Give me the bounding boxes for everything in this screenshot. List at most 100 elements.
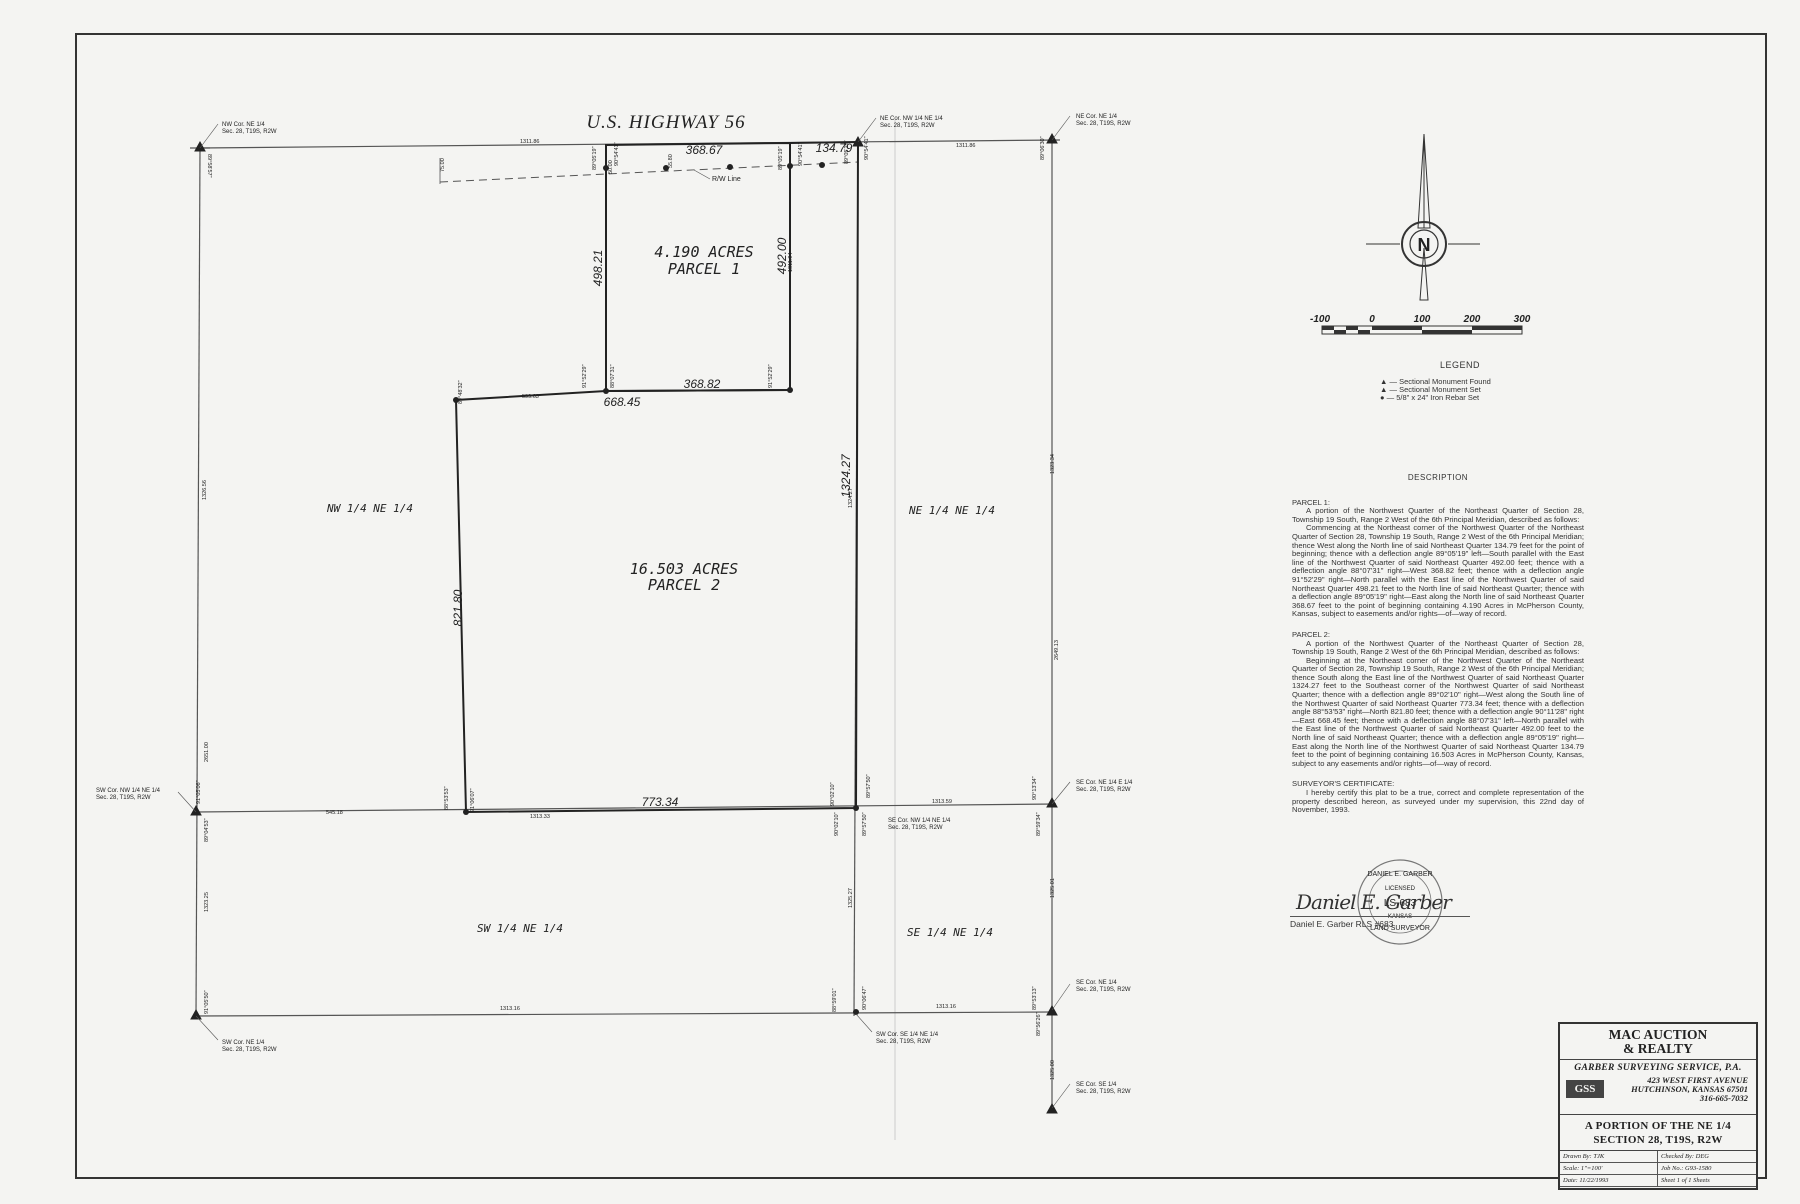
corner-se-se: SE Cor. SE 1/4 (1076, 1082, 1117, 1088)
angle-label: 91°52'29" (582, 364, 588, 388)
rw-line-leader (693, 169, 711, 180)
corner-sw-se: SW Cor. SE 1/4 NE 1/4 (876, 1032, 939, 1038)
legend-item-iron-rebar: ● — 5/8" x 24" Iron Rebar Set (1380, 393, 1480, 402)
legal-description: DESCRIPTION PARCEL 1: A portion of the N… (1292, 473, 1584, 815)
corner-ne-nw: NE Cor. NW 1/4 NE 1/4 (880, 116, 943, 122)
surveyor-name: Daniel E. Garber RLS #683 (1290, 919, 1394, 929)
firm-info: GARBER SURVEYING SERVICE, P.A. GSS 423 W… (1560, 1060, 1756, 1115)
angle-label: 88°53'53" (444, 786, 450, 810)
small-dim: 1313.33 (530, 814, 550, 820)
right-of-way-line (439, 161, 859, 183)
certificate-label: SURVEYOR'S CERTIFICATE: (1292, 779, 1395, 789)
angle-label: 89°05'19" (592, 146, 598, 170)
small-dim: 1313.59 (932, 799, 952, 805)
dim-east-498: 498.21 (591, 250, 605, 287)
title-block: MAC AUCTION & REALTY GARBER SURVEYING SE… (1558, 1022, 1758, 1190)
sheet-border (75, 33, 1767, 1179)
corner-sw-nw: SW Cor. NW 1/4 NE 1/4 (96, 788, 161, 794)
parcel-1-acres: 4.190 ACRES (654, 243, 753, 261)
sheet-number: Sheet 1 of 1 Sheets (1658, 1175, 1756, 1187)
seal-bottom: LAND SURVEYOR (1370, 925, 1430, 932)
seal-top: DANIEL E. GARBER (1367, 871, 1432, 878)
seal-lic: LICENSED (1385, 886, 1416, 892)
corner-sw-ne: SW Cor. NE 1/4 (222, 1040, 265, 1046)
angle-label: 89°56'26" (1036, 1012, 1042, 1036)
quarter-nw-label: NW 1/4 NE 1/4 (326, 502, 413, 515)
angle-label: 89°06'30" (1040, 136, 1046, 160)
surveyor-seal: DANIEL E. GARBER LICENSED LS-683 KANSAS … (1357, 859, 1443, 945)
angle-label: 91°05'06" (196, 780, 202, 804)
checked-by: Checked By: DEG (1658, 1151, 1756, 1163)
corner-se-se-sec: Sec. 28, T19S, R2W (1076, 1089, 1131, 1095)
scale-tick-label: 200 (1463, 314, 1481, 325)
angle-label: 91°52'29" (768, 364, 774, 388)
rw-line-label: R/W Line (712, 176, 741, 183)
quarter-se-label: SE 1/4 NE 1/4 (907, 926, 993, 939)
small-dim: 1325.00 (1050, 1060, 1056, 1080)
scale-tick-label: -100 (1310, 314, 1330, 325)
angle-label: 90°02'10" (830, 782, 836, 806)
angle-label: 89°58'57" (206, 154, 212, 178)
corner-se-nw: SE Cor. NW 1/4 NE 1/4 (888, 818, 951, 824)
angle-label: 90°02'10" (834, 812, 840, 836)
small-dim: 1323.25 (204, 892, 210, 912)
north-arrow-letter: N (1418, 235, 1431, 255)
small-dim: 1326.56 (202, 480, 208, 500)
angle-label: 91°06'07" (470, 788, 476, 812)
angle-label: 90°54'41" (798, 142, 804, 166)
seal-number: LS-683 (1384, 898, 1417, 909)
corner-sw-se-sec: Sec. 28, T19S, R2W (876, 1039, 931, 1045)
parcel-1-body: Commencing at the Northeast corner of th… (1292, 523, 1584, 619)
angle-label: 89°05'19" (778, 146, 784, 170)
project-title: A PORTION OF THE NE 1/4 SECTION 28, T19S… (1560, 1115, 1756, 1151)
parcel-1-name: PARCEL 1 (668, 260, 740, 278)
small-dim: 1311.86 (956, 143, 975, 149)
firm-logo-icon: GSS (1566, 1080, 1604, 1098)
firm-address: 423 WEST FIRST AVENUE HUTCHINSON, KANSAS… (1631, 1075, 1748, 1103)
legend-title: LEGEND (1439, 360, 1480, 370)
corner-ne-nw-sec: Sec. 28, T19S, R2W (880, 123, 935, 129)
legend-item-monument-found: ▲ — Sectional Monument Found (1380, 377, 1491, 386)
parcel-2-body: Beginning at the Northeast corner of the… (1292, 655, 1584, 768)
parcel-2-name: PARCEL 2 (648, 576, 720, 594)
corner-ne-ne-sec: Sec. 28, T19S, R2W (1076, 121, 1131, 127)
angle-label: 91°05'50" (204, 990, 210, 1014)
corner-nw-ne: NW Cor. NE 1/4 (222, 122, 265, 128)
dim-north-368: 368.67 (686, 143, 724, 157)
parcel-1-label: PARCEL 1: (1292, 497, 1330, 507)
small-dim: 1313.16 (500, 1006, 520, 1012)
iron-rebar-markers (453, 162, 859, 1015)
corner-se-ne-e-sec: Sec. 28, T19S, R2W (1076, 787, 1131, 793)
angle-label: 89°57'50" (866, 774, 872, 798)
client-name: MAC AUCTION & REALTY (1560, 1024, 1756, 1060)
parcel-2-boundary (454, 140, 860, 814)
dim-west-821: 821.80 (451, 589, 465, 626)
scale-tick-label: 100 (1414, 314, 1431, 325)
angle-label: 90°54'41" (614, 142, 620, 166)
dim-mid-368: 368.82 (684, 377, 721, 391)
job-number: Job No.: G93-1580 (1658, 1163, 1756, 1175)
angle-label: 88°07'31" (610, 364, 616, 388)
small-dim: 75.00 (440, 158, 446, 172)
corner-se-ne: SE Cor. NE 1/4 (1076, 980, 1117, 986)
signature-line: Daniel E. Garber (1290, 890, 1470, 917)
small-dim: 1311.94 (788, 253, 794, 272)
dim-north-134: 134.79 (816, 141, 853, 155)
small-dim: 545.18 (326, 810, 343, 816)
corner-sw-ne-sec: Sec. 28, T19S, R2W (222, 1047, 277, 1053)
angle-label: 90°13'34" (1032, 776, 1038, 800)
drawn-by: Drawn By: TJK (1560, 1151, 1658, 1163)
certificate-text: I hereby certify this plat to be a true,… (1292, 788, 1584, 815)
corner-se-ne-sec: Sec. 28, T19S, R2W (1076, 987, 1131, 993)
scale-tick-label: 0 (1369, 314, 1375, 325)
quarter-sw-label: SW 1/4 NE 1/4 (477, 922, 563, 935)
corner-sw-nw-sec: Sec. 28, T19S, R2W (96, 795, 151, 801)
angle-label: 90°06'47" (862, 986, 868, 1010)
corner-se-nw-sec: Sec. 28, T19S, R2W (888, 825, 943, 831)
signature-script: Daniel E. Garber (1296, 890, 1452, 914)
scale-note: Scale: 1"=100' (1560, 1163, 1658, 1175)
small-dim: 50.00 (608, 160, 614, 174)
dim-mid-668: 668.45 (604, 395, 641, 409)
small-dim: 1325.27 (848, 888, 854, 908)
